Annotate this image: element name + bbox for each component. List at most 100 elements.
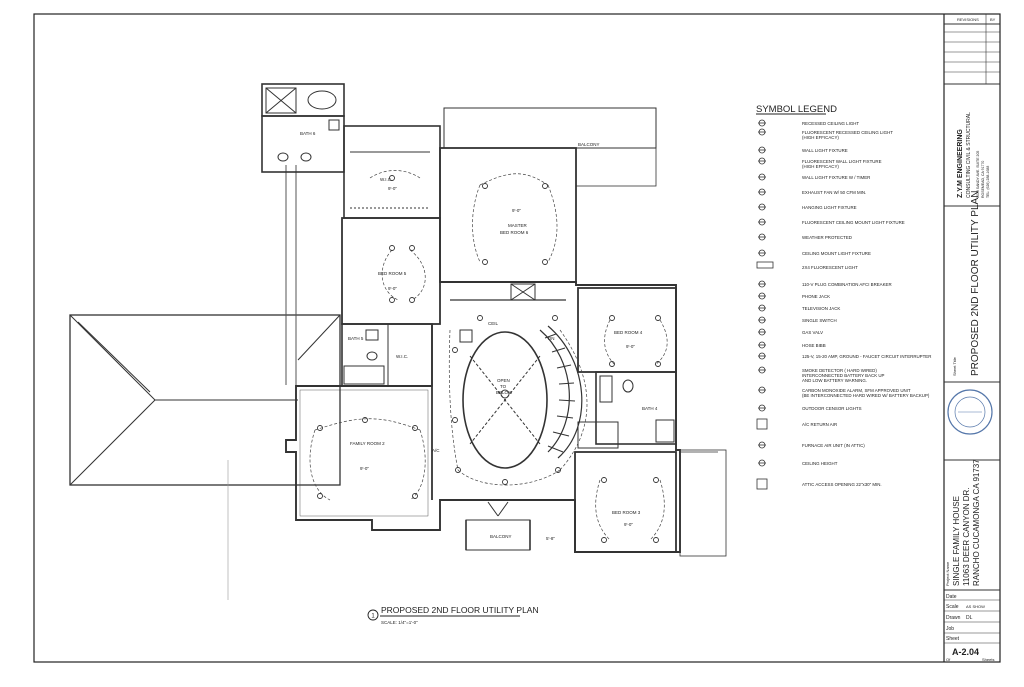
by-header: BY <box>990 17 996 22</box>
bath6-room <box>261 115 345 173</box>
ceiling-mount-light-symbol <box>758 249 766 257</box>
room-labels: W.I.C. BATH 6 MASTER BED ROOM 6 BED ROOM… <box>300 131 658 541</box>
legend-item-text: FLUORESCENT RECESSED CEILING LIGHT <box>802 130 893 135</box>
plan-number: 1 <box>371 614 375 620</box>
open-label-3: BELOW <box>496 390 513 395</box>
project-line-3: RANCHO CUCAMONGA CA 91737 <box>972 459 981 586</box>
legend-item-text: PHONE JACK <box>802 294 830 299</box>
legend-item-text: SMOKE DETECTOR ( HARD WIRED) <box>802 368 877 373</box>
ceiling-height-1: 9'-0" <box>512 208 521 213</box>
legend-row: WALL LIGHT FIXTURE <box>758 146 848 154</box>
legend-item-text: (HIGH EFFICACY) <box>802 164 839 169</box>
open-to-below-ellipse <box>462 331 548 469</box>
job-label: Job <box>946 626 954 632</box>
legend-row: FLUORESCENT CEILING MOUNT LIGHT FIXTURE <box>758 218 905 226</box>
of-label: Of <box>946 657 951 662</box>
legend-item-text: SINGLE SWITCH <box>802 318 837 323</box>
legend-row: WALL LIGHT FIXTURE W / TIMER <box>758 173 870 181</box>
furnace-symbol <box>758 441 766 449</box>
exhaust-fan-symbol <box>758 188 766 196</box>
legend-row: HANGING LIGHT FIXTURE <box>758 203 857 211</box>
legend-item-text: EXHAUST FAN W/ 50 CFM MIN. <box>802 190 866 195</box>
legend-item-text: WALL LIGHT FIXTURE <box>802 148 848 153</box>
ceiling-height-6: 9'-0" <box>388 186 397 191</box>
outdoor-sensor-symbol <box>758 404 766 412</box>
legend-row: CEILING HEIGHT <box>758 459 838 467</box>
plan-scale: SCALE: 1/4"=1'-0" <box>381 620 418 625</box>
plan-title: PROPOSED 2ND FLOOR UTILITY PLAN <box>381 605 539 615</box>
bedroom4-label: BED ROOM 4 <box>614 330 643 335</box>
legend-item-text: CEILING HEIGHT <box>802 461 838 466</box>
legend-row: SINGLE SWITCH <box>758 316 837 324</box>
legend-row: WEATHER PROTECTED <box>758 233 852 241</box>
legend-item-text: 2X4 FLUORESCENT LIGHT <box>802 265 858 270</box>
sheet-number: A-2.04 <box>952 647 979 657</box>
drawn-value: DL <box>966 615 973 621</box>
project-name-label: Project Name <box>945 561 950 586</box>
plan-number-circle <box>367 609 379 621</box>
legend-item-text: RECESSED CEILING LIGHT <box>802 121 859 126</box>
legend-row: TELEVISION JACK <box>758 304 840 312</box>
legend-item-text: INTERCONNECTED BATTERY BACK UP <box>802 373 885 378</box>
firm-address-2: ROSEMEAD, CA 91770 <box>981 161 985 198</box>
scale-value: AS SHOW <box>966 604 985 609</box>
gas-valve-symbol <box>758 328 766 336</box>
legend-item-text: WALL LIGHT FIXTURE W / TIMER <box>802 175 870 180</box>
legend-row: CEILING MOUNT LIGHT FIXTURE <box>758 249 871 257</box>
legend-item-text: CEILING MOUNT LIGHT FIXTURE <box>802 251 871 256</box>
firm-address-1: 8033 SANDY AVE. SUITE 205 <box>976 151 980 198</box>
firm-name: Z.Y.M ENGINEERING <box>957 129 964 198</box>
television-jack-symbol <box>758 304 766 312</box>
legend-item-text: ATTIC ACCESS OPENING 22"x30" MIN. <box>802 482 882 487</box>
legend-row: CARBON MONOXIDE ALARM, SFM APPROVED UNIT… <box>758 386 930 398</box>
bath5-label: BATH 5 <box>348 336 364 341</box>
legend-row: 110-V PLUG COMBINATION AFCI BREAKER <box>758 280 892 288</box>
engineer-seal-icon <box>947 389 993 435</box>
drawn-label: Drawn <box>946 615 961 621</box>
master-label-1: MASTER <box>508 223 528 228</box>
balcony-top <box>443 107 657 149</box>
project-line-1: SINGLE FAMILY HOUSE <box>952 496 961 586</box>
title-block-text: REVISIONS BY Z.Y.M ENGINEERING CONSULTIN… <box>945 17 996 662</box>
legend-row: A/C RETURN AIR <box>756 418 837 430</box>
sheet-label: Sheet <box>946 636 960 642</box>
fluorescent-2x4-symbol <box>756 261 774 269</box>
legend-row: FLUORESCENT WALL LIGHT FIXTURE(HIGH EFFI… <box>758 157 882 169</box>
project-line-2: 11063 DEER CANYON DR. <box>962 487 971 586</box>
legend-item-text: HOSE BIBB <box>802 343 826 348</box>
ceil-label: CEIL <box>488 321 499 326</box>
gfci-symbol <box>758 352 766 360</box>
legend-item-text: CARBON MONOXIDE ALARM, SFM APPROVED UNIT <box>802 388 911 393</box>
attic-access-symbol <box>756 478 768 490</box>
legend-row: ATTIC ACCESS OPENING 22"x30" MIN. <box>756 478 882 490</box>
house-outline <box>285 281 681 553</box>
sheet-title: PROPOSED 2ND FLOOR UTILITY PLAN <box>970 191 981 376</box>
open-label-1: OPEN <box>497 378 510 383</box>
light-fixtures <box>317 175 661 543</box>
wall-light-timer-symbol <box>758 173 766 181</box>
firm-address-3: TEL: (626) 288-1688 <box>986 166 990 198</box>
ceiling-height-3: 9'-0" <box>360 466 369 471</box>
sheets-label: Sheets <box>982 657 994 662</box>
wall-light-symbol <box>758 146 766 154</box>
smoke-detector-symbol <box>758 366 766 374</box>
dn-label: DN <box>548 336 555 341</box>
bath6-shower-area <box>261 83 345 117</box>
fluorescent-recessed-symbol <box>758 128 766 136</box>
title-block <box>944 14 1000 644</box>
legend-row: SMOKE DETECTOR ( HARD WIRED)INTERCONNECT… <box>758 366 885 383</box>
floor-plan <box>69 83 727 600</box>
legend-title: SYMBOL LEGEND <box>756 104 837 115</box>
hip-roof <box>69 314 341 486</box>
legend-item-text: HANGING LIGHT FIXTURE <box>802 205 857 210</box>
legend-item-text: 110-V PLUG COMBINATION AFCI BREAKER <box>802 282 892 287</box>
family-room2-label: FAMILY ROOM 2 <box>350 441 385 446</box>
legend-row: RECESSED CEILING LIGHT <box>758 119 859 127</box>
legend-row: OUTDOOR CENSOR LIGHTS <box>758 404 862 412</box>
balcony-top-label: BALCONY <box>578 142 600 147</box>
legend-item-text: (HIGH EFFICACY) <box>802 135 839 140</box>
legend-row: 2X4 FLUORESCENT LIGHT <box>756 261 858 270</box>
legend-item-text: GAS VALV <box>802 330 823 335</box>
ac-label: A/C <box>432 448 440 453</box>
phone-jack-symbol <box>758 292 766 300</box>
